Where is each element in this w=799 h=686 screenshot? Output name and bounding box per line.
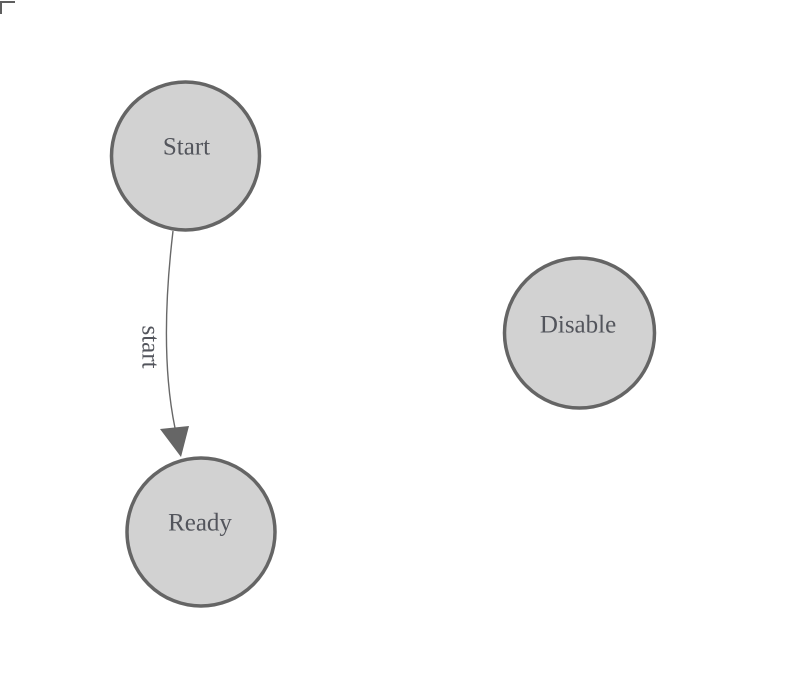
edge-path[interactable] [165,230,176,429]
node-ready-circle[interactable] [125,456,277,608]
node-ready[interactable]: Ready [125,456,277,608]
edge-label: start [137,325,164,368]
edge-start-to-ready[interactable]: start [137,230,190,457]
node-disable-circle[interactable] [502,256,657,410]
arrowhead-icon [160,426,189,457]
node-disable[interactable]: Disable [502,256,657,410]
node-start-circle[interactable] [109,80,262,232]
node-start[interactable]: Start [109,80,262,232]
